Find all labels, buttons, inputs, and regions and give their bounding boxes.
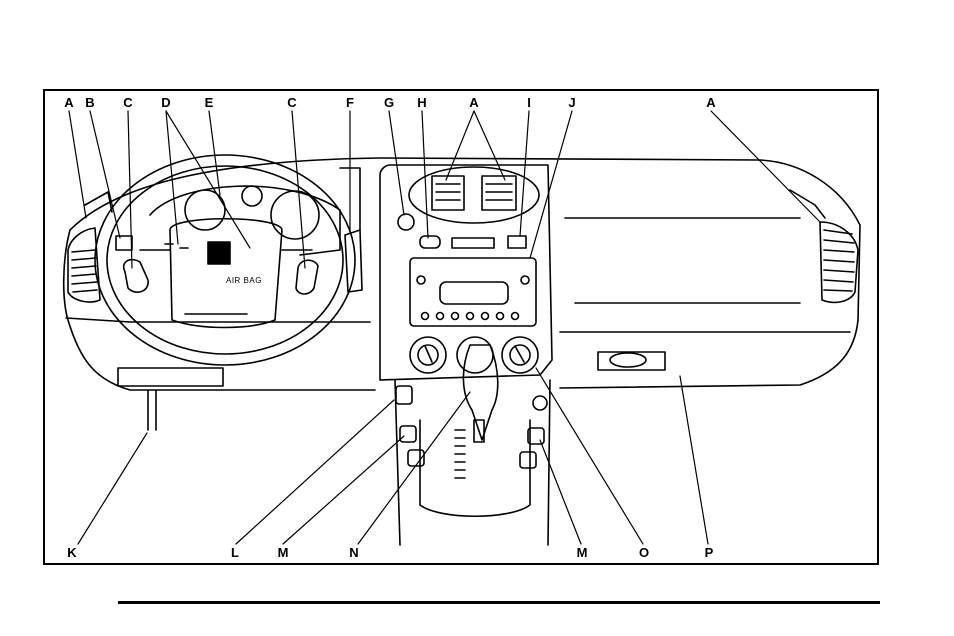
- dashboard-outline: [64, 158, 860, 390]
- right-air-vent: [790, 190, 858, 302]
- radio: [410, 258, 536, 326]
- callout-label: H: [414, 96, 430, 110]
- callout-label: G: [381, 96, 397, 110]
- callout-label: B: [82, 96, 98, 110]
- climate-controls: [410, 337, 538, 373]
- callout-label: A: [61, 96, 77, 110]
- glovebox: [565, 218, 800, 370]
- callout-label: N: [346, 546, 362, 560]
- callout-label: A: [703, 96, 719, 110]
- callout-label: O: [636, 546, 652, 560]
- airbag-label: AIR BAG: [226, 276, 262, 285]
- callout-label: L: [227, 546, 243, 560]
- left-air-vent: [68, 192, 112, 302]
- callout-label: A: [466, 96, 482, 110]
- callout-label: P: [701, 546, 717, 560]
- callout-label: I: [521, 96, 537, 110]
- callout-label: D: [158, 96, 174, 110]
- callout-label: C: [120, 96, 136, 110]
- instrument-cluster: [150, 186, 340, 264]
- callout-label: M: [574, 546, 590, 560]
- callout-label: J: [564, 96, 580, 110]
- callout-label: K: [64, 546, 80, 560]
- callout-label: M: [275, 546, 291, 560]
- callout-label: C: [284, 96, 300, 110]
- lower-left-panel: [118, 368, 223, 430]
- callout-label: E: [201, 96, 217, 110]
- callout-label: F: [342, 96, 358, 110]
- footer-divider: [118, 601, 880, 604]
